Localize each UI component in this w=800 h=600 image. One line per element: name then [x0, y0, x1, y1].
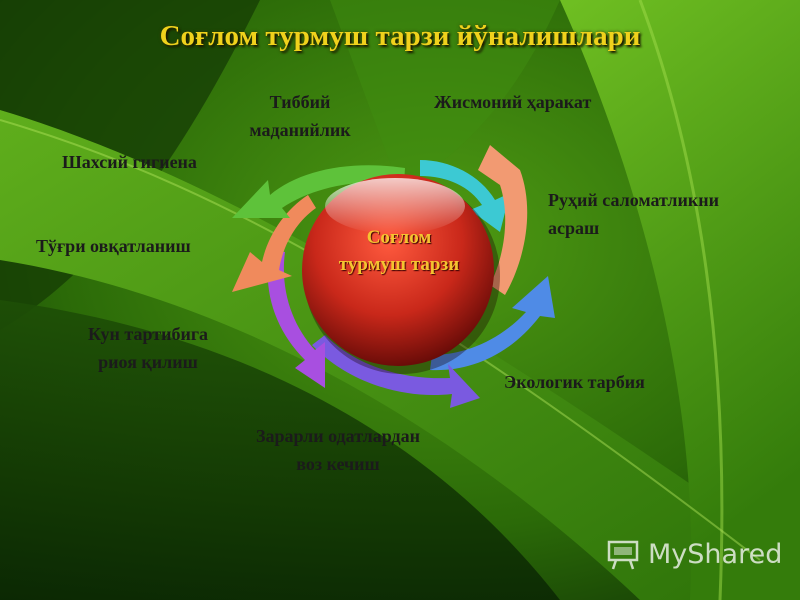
hub-label: Соғлом турмуш тарзи	[314, 224, 484, 278]
label-tibbiy: Тиббий маданийлик	[210, 88, 390, 144]
label-ekologik: Экологик тарбия	[504, 372, 645, 392]
label-zararli-line1: Зарарли одатлардан	[256, 426, 420, 446]
hub-shine	[325, 178, 465, 234]
watermark-text: MyShared	[648, 538, 783, 570]
arrow-green	[232, 165, 405, 218]
arrow-purple	[312, 335, 480, 408]
arrow-cyan	[420, 160, 510, 232]
label-shaxsiy: Шахсий гигиена	[62, 152, 197, 172]
arrow-blue	[430, 276, 555, 371]
hub-label-line1: Соғлом	[366, 227, 432, 248]
label-zararli: Зарарли одатлардан воз кечиш	[208, 422, 468, 478]
label-ruhiy-line1: Руҳий саломатликни	[548, 190, 720, 210]
watermark: MyShared	[606, 534, 786, 574]
arrow-violet	[267, 250, 325, 388]
label-kun-line2: риоя қилиш	[98, 352, 198, 372]
arrow-salmon	[478, 145, 528, 295]
hub-label-line2: турмуш тарзи	[338, 254, 460, 275]
label-zararli-line2: воз кечиш	[296, 454, 380, 474]
label-jismoniy: Жисмоний ҳаракат	[434, 92, 592, 112]
label-kun-line1: Кун тартибига	[87, 324, 209, 344]
label-tibbiy-line2: маданийлик	[249, 120, 351, 140]
slide-title: Соғлом турмуш тарзи йўналишлари	[159, 20, 641, 52]
label-ruhiy-line2: асраш	[548, 218, 600, 238]
label-togri: Тўғри овқатланиш	[36, 236, 191, 256]
label-kun: Кун тартибига риоя қилиш	[48, 320, 248, 376]
label-tibbiy-line1: Тиббий	[269, 92, 331, 112]
presentation-icon	[607, 540, 639, 570]
label-ruhiy: Руҳий саломатликни асраш	[548, 186, 719, 242]
arrow-orange	[232, 195, 316, 292]
